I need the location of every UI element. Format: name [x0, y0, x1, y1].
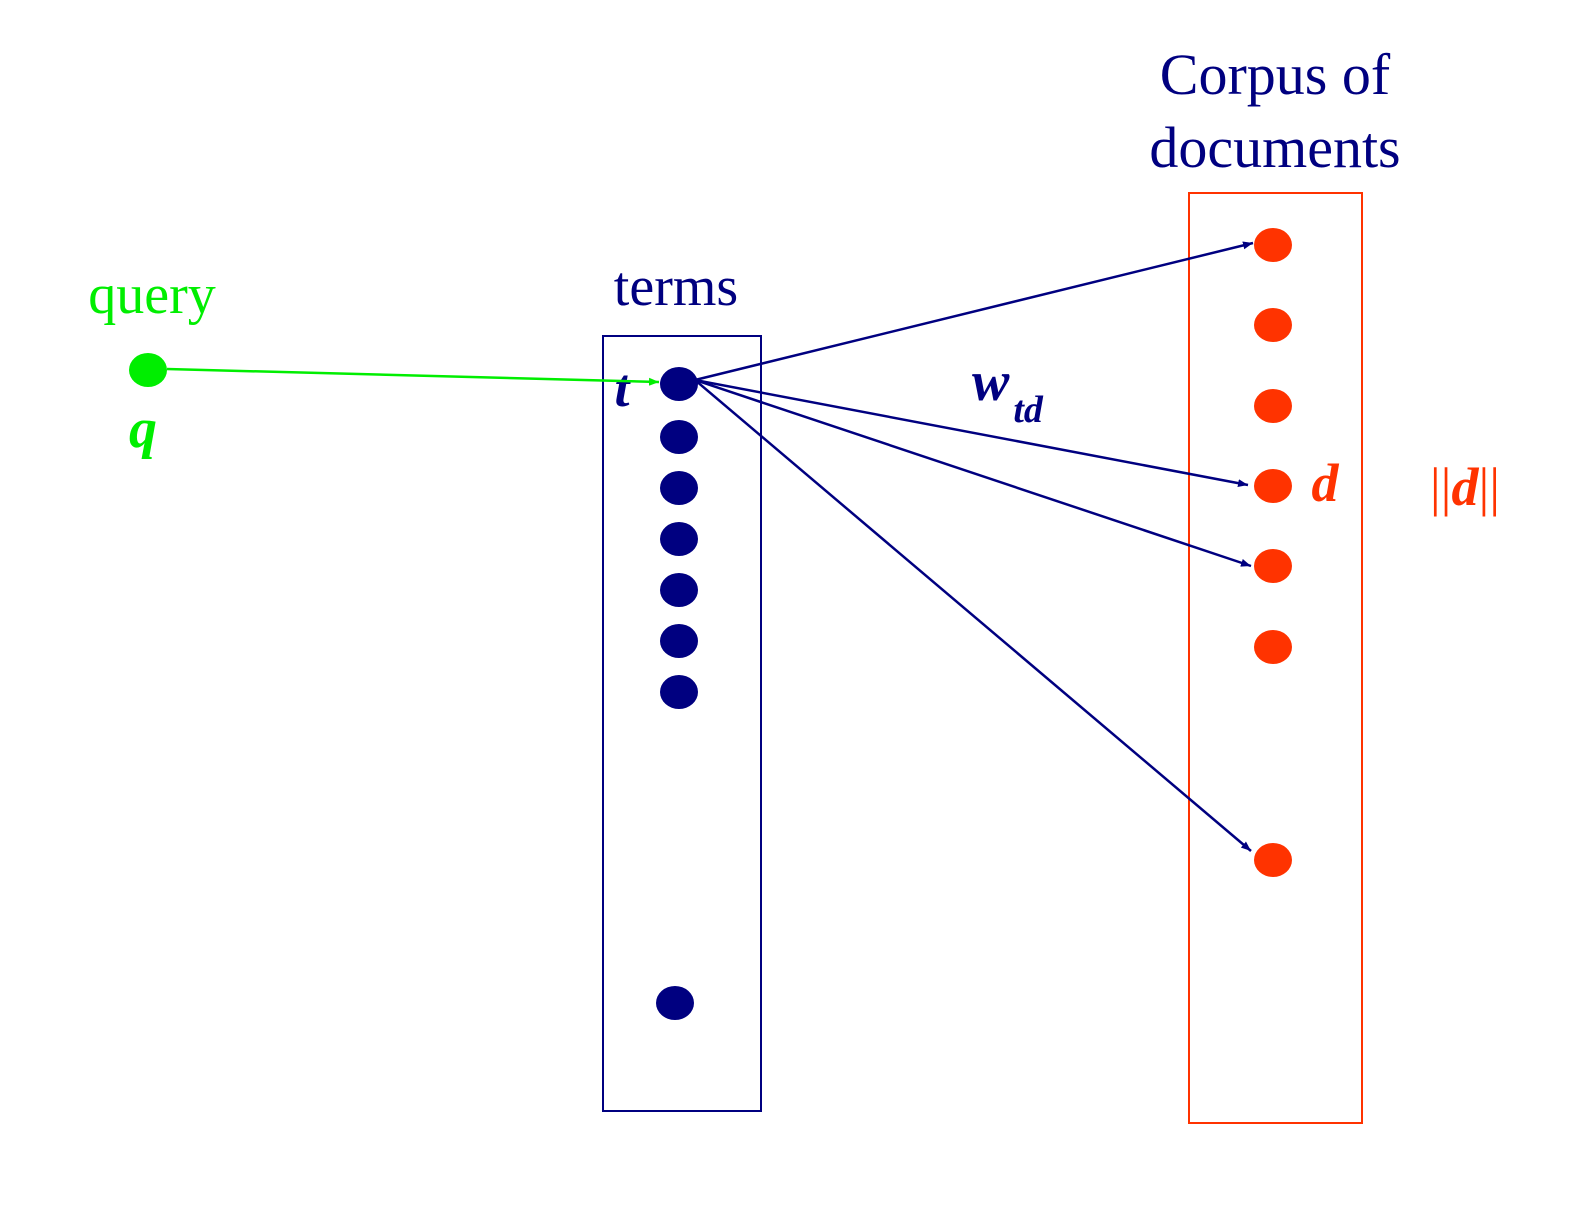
d-norm-d: d [1452, 457, 1480, 517]
term-dot [660, 675, 698, 709]
term-dot [660, 420, 698, 454]
term-dot [660, 624, 698, 658]
term-dot [656, 986, 694, 1020]
weight-subscript: td [1013, 389, 1044, 431]
corpus-label-line2: documents [1149, 115, 1400, 180]
terms-box [602, 335, 762, 1112]
term-dot [660, 573, 698, 607]
d-norm-bars-right: || [1479, 457, 1501, 517]
d-norm-label: ||d|| [1430, 457, 1500, 517]
weight-w: w [972, 351, 1010, 413]
document-dot [1254, 389, 1292, 423]
document-dot [1254, 228, 1292, 262]
query-to-term-arrow [166, 367, 660, 386]
terms-label: terms [614, 256, 738, 318]
q-label: q [129, 398, 157, 460]
term-dot [660, 367, 698, 401]
document-dot [1254, 469, 1292, 503]
term-to-document-arrow [694, 378, 1252, 568]
document-dot [1254, 308, 1292, 342]
document-dot [1254, 630, 1292, 664]
t-label: t [614, 358, 631, 418]
query-dot [129, 353, 167, 387]
d-label: d [1312, 453, 1340, 513]
term-to-document-arrow [694, 378, 1249, 488]
d-norm-bars-left: || [1430, 457, 1452, 517]
corpus-label-line1: Corpus of [1160, 42, 1391, 107]
term-dot [660, 471, 698, 505]
corpus-box [1188, 192, 1363, 1124]
document-dot [1254, 549, 1292, 583]
query-label: query [88, 264, 216, 326]
term-to-document-arrow [694, 379, 1252, 852]
term-to-document-arrow [694, 241, 1254, 382]
document-dot [1254, 843, 1292, 877]
term-dot [660, 522, 698, 556]
